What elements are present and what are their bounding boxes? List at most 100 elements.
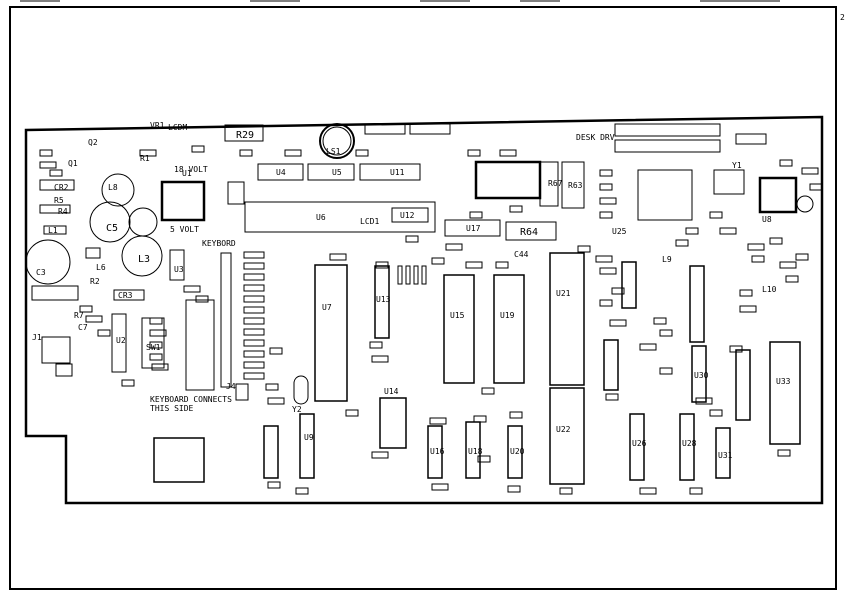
passive-footprint (191, 145, 205, 153)
u26-chip (629, 413, 645, 481)
passive-footprint (559, 487, 573, 495)
r29-label: R29 (236, 130, 254, 141)
resistor-ladder-element (243, 317, 265, 325)
passive-footprint (267, 481, 281, 489)
passive-footprint (465, 261, 483, 269)
passive-footprint (507, 485, 521, 493)
passive-footprint (595, 255, 613, 263)
passive-footprint (39, 161, 57, 169)
passive-footprint (149, 329, 167, 337)
u1-label: U1 (182, 169, 192, 178)
r5-label: R5 (54, 196, 64, 205)
passive-footprint (611, 287, 625, 295)
passive-footprint (779, 261, 797, 269)
resistor-ladder-element (243, 306, 265, 314)
passive-footprint (653, 317, 667, 325)
l9-label: L9 (662, 255, 672, 264)
r67-label: R67 (548, 179, 563, 188)
u3-label: U3 (174, 265, 184, 274)
passive-footprint (431, 483, 449, 491)
u8-chip (263, 425, 279, 479)
resistor-ladder-element (243, 339, 265, 347)
u14-chip (379, 397, 407, 449)
passive-footprint (375, 261, 389, 269)
passive-footprint (719, 227, 737, 235)
r29-resistor (224, 124, 264, 142)
u20-chip (507, 425, 523, 479)
cr3-label: CR3 (118, 291, 133, 300)
c7-label: C7 (78, 323, 88, 332)
volt-18-label: 18 VOLT (174, 165, 208, 174)
u7-label: U7 (322, 303, 332, 312)
y2-crystal (293, 375, 309, 405)
passive-footprint (495, 261, 509, 269)
u25-label: U25 (612, 227, 627, 236)
lcd1-label: LCD1 (360, 217, 379, 226)
passive-footprint (795, 253, 809, 261)
passive-footprint (659, 329, 673, 337)
passive-footprint (195, 295, 209, 303)
passive-footprint (371, 355, 389, 363)
c3-capacitor (25, 239, 71, 285)
ls1-label: LS1 (326, 147, 341, 156)
passive-footprint (577, 245, 591, 253)
passive-footprint (709, 211, 723, 219)
u13-chip (374, 265, 390, 339)
passive-footprint (785, 275, 799, 283)
resistor-ladder-element (243, 251, 265, 259)
u33-label: U33 (776, 377, 791, 386)
passive-footprint (599, 267, 617, 275)
c5-label: C5 (106, 223, 118, 234)
u9-label: U9 (304, 433, 314, 442)
cr2-label: CR2 (54, 183, 69, 192)
passive-footprint (695, 397, 713, 405)
passive-footprint (149, 317, 163, 325)
u27-chip (689, 265, 705, 343)
passive-footprint (779, 159, 793, 167)
keyboard-note-2: THIS SIDE (150, 404, 194, 413)
passive-footprint (369, 341, 383, 349)
passive-footprint (139, 149, 157, 157)
passive-footprint (481, 387, 495, 395)
c5-capacitor (89, 201, 131, 243)
r4-label: R4 (58, 207, 68, 216)
passive-footprint (777, 449, 791, 457)
keyboard-label: KEYBORD (202, 239, 236, 248)
u19-chip (493, 274, 525, 384)
passive-footprint (685, 227, 699, 235)
passive-footprint (499, 149, 517, 157)
r7-label: R7 (74, 311, 84, 320)
top-right-section (614, 123, 814, 221)
passive-footprint (739, 305, 757, 313)
lcdm-label: LCDM (168, 123, 187, 132)
u28-label: U28 (682, 439, 697, 448)
passive-footprint (599, 169, 613, 177)
passive-footprint (295, 487, 309, 495)
u12-label: U12 (400, 211, 415, 220)
j1-label: J1 (32, 333, 42, 342)
passive-footprint (85, 315, 103, 323)
passive-footprint (599, 211, 613, 219)
passive-footprint (284, 149, 302, 157)
r2-label: R2 (90, 277, 100, 286)
u15-chip (443, 274, 475, 384)
lcd-connector (244, 201, 436, 233)
u16-chip (427, 425, 443, 479)
u15-label: U15 (450, 311, 465, 320)
u17-label: U17 (466, 224, 481, 233)
resistor-ladder-element (243, 273, 265, 281)
u24-chip (603, 339, 619, 391)
resistor-ladder-element (243, 350, 265, 358)
passive-footprint (599, 299, 613, 307)
power-section (25, 173, 206, 377)
passive-footprint (729, 345, 743, 353)
u9-chip (299, 413, 315, 479)
u31-label: U31 (718, 451, 733, 460)
passive-footprint (149, 341, 163, 349)
resistor-ladder-element (243, 361, 265, 369)
passive-footprint (639, 487, 657, 495)
passive-footprint (709, 409, 723, 417)
u14-label: U14 (384, 387, 399, 396)
passive-footprint (801, 167, 819, 175)
passive-footprint (355, 149, 369, 157)
